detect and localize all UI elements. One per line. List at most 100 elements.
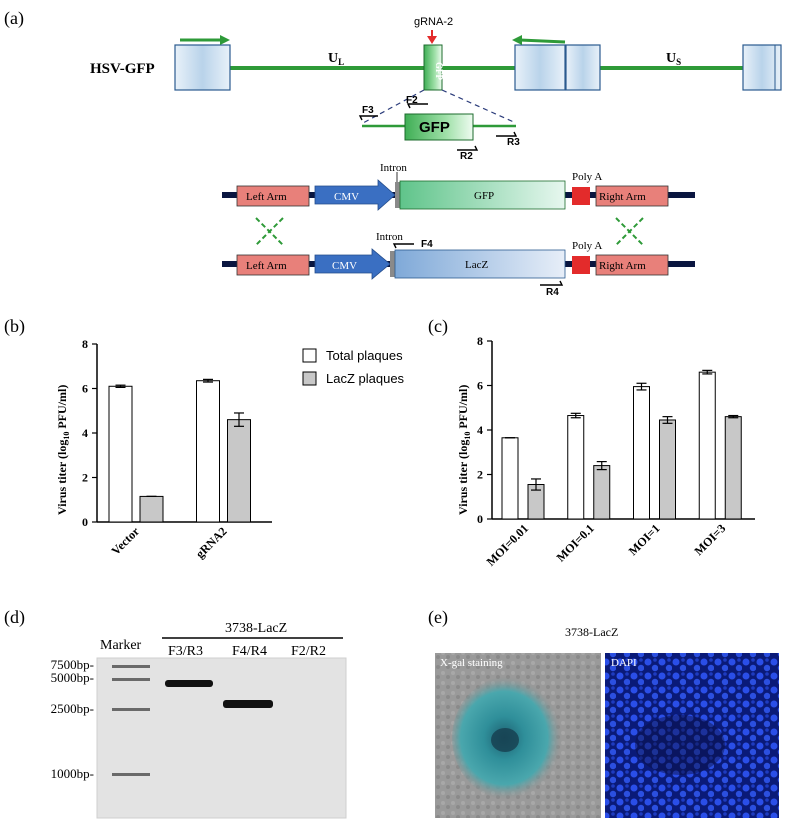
panel-b-ylabel: Virus titer (log10 PFU/ml) [55,385,71,515]
ladder-band-2500 [112,708,150,711]
primer-r4-label: R4 [546,287,559,298]
primer-r3-label: R3 [507,137,520,148]
marker-1000-label: 1000bp- [51,766,94,781]
construct-gfp-right-arm-label: Right Arm [599,191,646,203]
dapi-image [605,653,779,818]
bar [659,419,676,520]
y-tick-label: 6 [82,382,88,396]
bar [633,386,650,520]
primer-f4-label: F4 [421,239,433,250]
primer-r2-arrow [457,145,479,151]
primer-r4-arrow [540,280,564,286]
construct-lacz-intron-label: Intron [376,231,403,243]
y-tick-label: 4 [82,426,88,440]
construct-gfp-intron-label: Intron [380,162,407,174]
construct-lacz-intron [390,251,395,277]
gfp-zoom-box [404,113,474,141]
construct-lacz-right-arm [595,254,669,276]
panel-e-title: 3738-LacZ [565,625,618,639]
y-tick-label: 6 [477,379,483,393]
primer-f2-label: F2 [406,95,418,106]
construct-gfp: Left Arm CMV Intron GFP Poly A Right Arm [222,162,695,211]
gel-lane-marker: Marker [100,638,142,653]
construct-gfp-cmv-label: CMV [334,191,359,203]
bar [593,465,611,520]
construct-lacz-right-arm-label: Right Arm [599,260,646,272]
genome-box-2 [514,44,566,91]
ladder-band-5000 [112,678,150,681]
x-tick-label: gRNA2 [193,524,230,561]
ladder-band-1000 [112,773,150,776]
bar [698,371,716,520]
construct-lacz-polya [572,256,590,274]
grna-label: gRNA-2 [414,16,453,28]
gel-group-label: 3738-LacZ [225,621,287,636]
panel-a: (a) HSV-GFP UL US gRNA-2 GFP GFP F3 [4,8,782,298]
xgal-core [491,728,519,752]
construct-gfp-intron [395,182,400,208]
gel-lane-f4r4: F4/R4 [232,644,267,659]
gel-image [97,658,346,818]
construct-lacz-cmv [314,248,391,280]
x-tick-label: Vector [109,524,143,558]
hsv-gfp-label: HSV-GFP [90,61,155,77]
construct-gfp-left-arm-label: Left Arm [246,191,287,203]
construct-gfp-cmv [314,179,396,211]
y-tick-label: 8 [477,334,483,348]
gel-border [96,657,347,819]
construct-gfp-polya-label: Poly A [572,171,602,183]
panel-b-label: (b) [4,316,25,337]
construct-gfp-polya [572,187,590,205]
primer-r3-arrow [496,131,518,137]
bar [108,385,133,523]
panel-c: (c) Virus titer (log10 PFU/ml) 02468MOI=… [428,316,755,569]
panel-d: (d) 3738-LacZ Marker F3/R3 F4/R4 F2/R2 7… [4,607,347,819]
construct-gfp-gene-label: GFP [474,190,494,202]
band-f4r4 [223,700,273,708]
construct-lacz-cmv-label: CMV [332,260,357,272]
ul-label: UL [328,51,344,67]
construct-lacz-left-arm [236,254,310,276]
panel-a-label: (a) [4,8,24,29]
y-tick-label: 0 [82,515,88,529]
bar [501,437,519,520]
construct-lacz: Left Arm CMV Intron LacZ Poly A Right Ar… [222,231,695,298]
primer-f2-arrow [406,103,428,109]
primer-f4-arrow [392,243,414,249]
marker-5000-label: 5000bp- [51,670,94,685]
construct-lacz-left-arm-label: Left Arm [246,260,287,272]
y-tick-label: 8 [82,337,88,351]
marker-2500-label: 2500bp- [51,701,94,716]
primer-f3-label: F3 [362,105,374,116]
arrow-left-line [519,38,566,44]
construct-gfp-right-arm [595,185,669,207]
y-tick-label: 4 [477,423,483,437]
arrow-right-icon [220,35,230,45]
arrow-left-icon [512,35,522,45]
gfp-insert-label: GFP [434,62,444,80]
panel-b: (b) Virus titer (log10 PFU/ml) 02468Vect… [4,316,405,561]
construct-lacz-polya-label: Poly A [572,240,602,252]
construct-lacz-gene [394,249,566,279]
panel-c-ylabel: Virus titer (log10 PFU/ml) [456,385,472,515]
legend-lacz-swatch [302,371,317,386]
construct-gfp-left-arm [236,185,310,207]
gfp-insert-box [423,44,443,91]
legend-total-swatch [302,348,317,363]
y-tick-label: 2 [477,468,483,482]
panel-c-label: (c) [428,316,448,337]
crossover-right [615,217,644,246]
panel-e: (e) 3738-LacZ X-gal staining DAPI [428,607,779,818]
ladder-band-7500 [112,665,150,668]
bar [567,415,585,520]
band-f3r3 [165,680,213,687]
bar [724,416,742,520]
x-tick-label: MOI=0.01 [484,521,531,568]
dapi-dark-region [635,715,725,775]
gel-lane-f3r3: F3/R3 [168,644,203,659]
xgal-label: X-gal staining [440,657,503,669]
us-label: US [666,51,681,67]
